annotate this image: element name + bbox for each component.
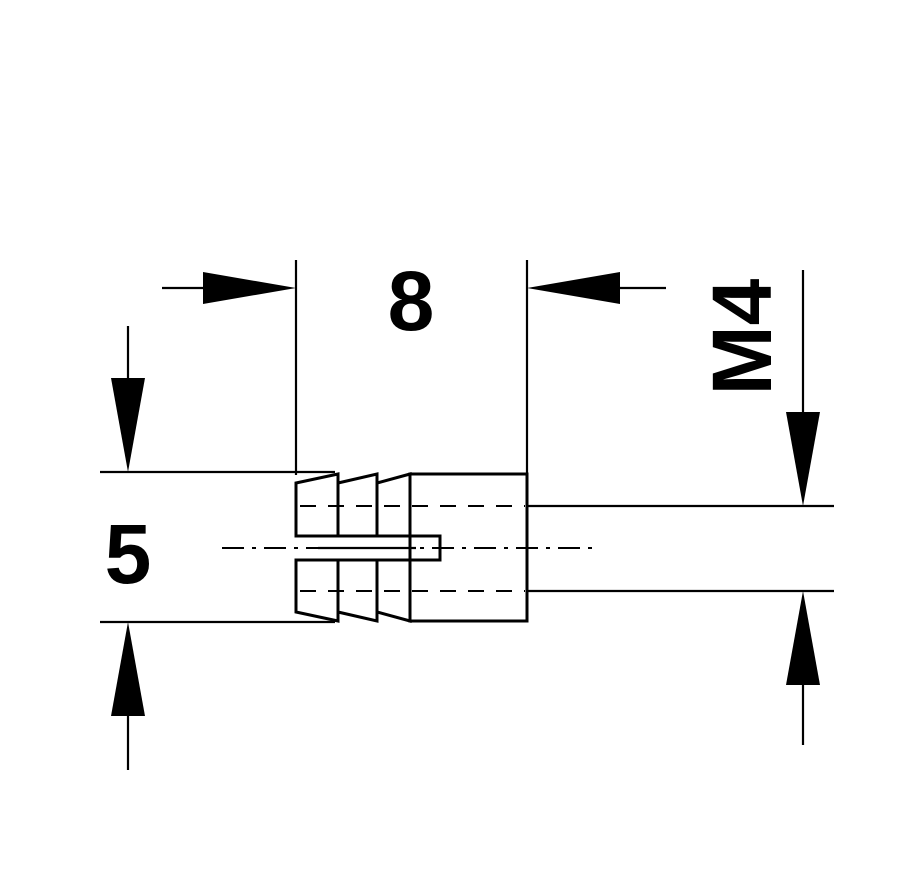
insert-body xyxy=(408,472,529,623)
arrow-up-icon xyxy=(111,622,145,716)
dimension-diameter: 5 xyxy=(105,326,152,770)
extension-lines xyxy=(100,260,834,624)
arrow-down-icon xyxy=(786,412,820,506)
length-label: 8 xyxy=(388,254,435,348)
arrow-down-icon xyxy=(111,378,145,472)
dimension-length: 8 xyxy=(162,254,666,348)
diameter-label: 5 xyxy=(105,507,152,601)
arrow-right-icon xyxy=(203,272,296,304)
dimension-thread: M4 xyxy=(695,270,820,745)
thread-label: M4 xyxy=(695,278,789,395)
arrow-up-icon xyxy=(786,591,820,685)
arrow-left-icon xyxy=(527,272,620,304)
